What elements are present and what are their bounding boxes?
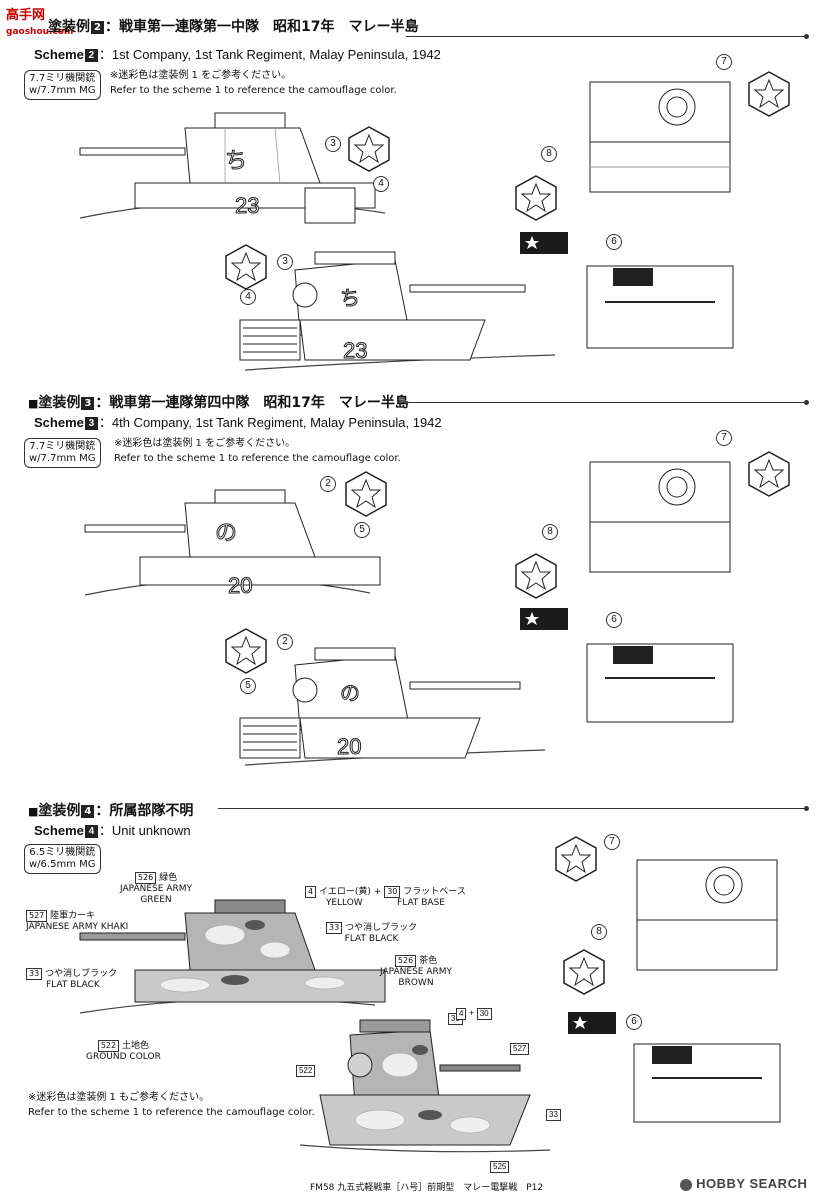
camouflage-note-3: ※迷彩色は塗装例 1 をご参考ください。Refer to the scheme … bbox=[114, 438, 401, 464]
callout-6: 6 bbox=[606, 234, 622, 250]
hex-insignia bbox=[748, 71, 790, 117]
rule-endcap bbox=[804, 400, 809, 405]
callout-4: 4 bbox=[240, 289, 256, 305]
section-rule bbox=[408, 402, 806, 403]
hex-insignia bbox=[348, 126, 390, 172]
hex-insignia bbox=[515, 553, 557, 599]
section-rule bbox=[406, 36, 806, 37]
logo-icon bbox=[680, 1178, 692, 1191]
small-paint-code: 522 bbox=[296, 1060, 316, 1078]
callout-7: 7 bbox=[716, 54, 732, 70]
tank-front-view-camo bbox=[299, 1019, 551, 1153]
rule-endcap bbox=[804, 806, 809, 811]
page-footer: FM58 九五式軽戦車［ハ号］前期型 マレー電撃戦 P12 bbox=[310, 1183, 544, 1193]
flag-decal bbox=[520, 232, 568, 254]
paint-label-yellow: 4 イエロー(黄) + 30 フラットベース YELLOW FLAT BASE bbox=[305, 886, 466, 909]
section-rule bbox=[218, 808, 806, 809]
callout-3: 3 bbox=[325, 136, 341, 152]
callout-6: 6 bbox=[626, 1014, 642, 1030]
svg-text:20: 20 bbox=[228, 573, 252, 598]
rule-endcap bbox=[804, 34, 809, 39]
hex-insignia bbox=[563, 949, 605, 995]
tank-top-view-3 bbox=[589, 461, 731, 573]
callout-7: 7 bbox=[716, 430, 732, 446]
tank-top-view-4 bbox=[636, 859, 778, 971]
tank-front-view-2: ち 23 bbox=[239, 251, 556, 371]
callout-8: 8 bbox=[542, 524, 558, 540]
hex-insignia bbox=[515, 175, 557, 221]
callout-3: 3 bbox=[277, 254, 293, 270]
flag-decal bbox=[520, 608, 568, 630]
svg-text:20: 20 bbox=[337, 734, 361, 759]
callout-8: 8 bbox=[591, 924, 607, 940]
paint-label-flatblack-right: 33 つや消しブラック FLAT BLACK bbox=[326, 922, 417, 945]
svg-text:の: の bbox=[340, 681, 360, 705]
callout-8: 8 bbox=[541, 146, 557, 162]
callout-2: 2 bbox=[277, 634, 293, 650]
paint-label-ground: 522 土地色 GROUND COLOR bbox=[86, 1040, 161, 1062]
tank-side-view-left-3: の 20 bbox=[84, 489, 381, 599]
camouflage-note-4: ※迷彩色は塗装例 1 もご参考ください。Refer to the scheme … bbox=[28, 1092, 315, 1118]
tank-front-view-3: の 20 bbox=[239, 647, 546, 766]
camouflage-note-2: ※迷彩色は塗装例 1 をご参考ください。Refer to the scheme … bbox=[110, 70, 397, 96]
tank-rear-view-3 bbox=[586, 643, 734, 723]
paint-label-khaki: 527 陸軍カーキ JAPANESE ARMY KHAKI bbox=[26, 910, 129, 932]
svg-text:23: 23 bbox=[343, 338, 367, 363]
paint-label-flatblack-left: 33 つや消しブラック FLAT BLACK bbox=[26, 968, 117, 991]
callout-7: 7 bbox=[604, 834, 620, 850]
hex-insignia bbox=[225, 244, 267, 290]
tank-side-view-camo bbox=[79, 899, 386, 1014]
svg-text:ち: ち bbox=[340, 286, 360, 310]
callout-5: 5 bbox=[240, 678, 256, 694]
hex-insignia bbox=[345, 471, 387, 517]
tank-rear-view-4 bbox=[633, 1043, 781, 1123]
hex-insignia bbox=[748, 451, 790, 497]
small-paint-code: 33 bbox=[546, 1104, 561, 1122]
svg-text:の: の bbox=[215, 521, 237, 546]
tank-top-view-2 bbox=[589, 81, 731, 193]
callout-6: 6 bbox=[606, 612, 622, 628]
callout-4: 4 bbox=[373, 176, 389, 192]
small-paint-code: 525 bbox=[490, 1156, 510, 1174]
hex-insignia bbox=[555, 836, 597, 882]
hex-insignia bbox=[225, 628, 267, 674]
kana-marking: ち bbox=[225, 149, 247, 174]
small-paint-code: 527 bbox=[510, 1038, 530, 1056]
tank-side-view-left-2: ち 23 bbox=[79, 112, 386, 224]
tank-rear-view-2 bbox=[586, 265, 734, 349]
flag-decal bbox=[568, 1012, 616, 1034]
hobby-search-logo: HOBBY SEARCH bbox=[680, 1176, 807, 1191]
small-paint-mix: 4 + 30 bbox=[456, 1008, 492, 1020]
site-watermark: 高手网 gaoshou.com bbox=[6, 8, 74, 37]
callout-5: 5 bbox=[354, 522, 370, 538]
callout-2: 2 bbox=[320, 476, 336, 492]
hull-number: 23 bbox=[235, 193, 259, 218]
